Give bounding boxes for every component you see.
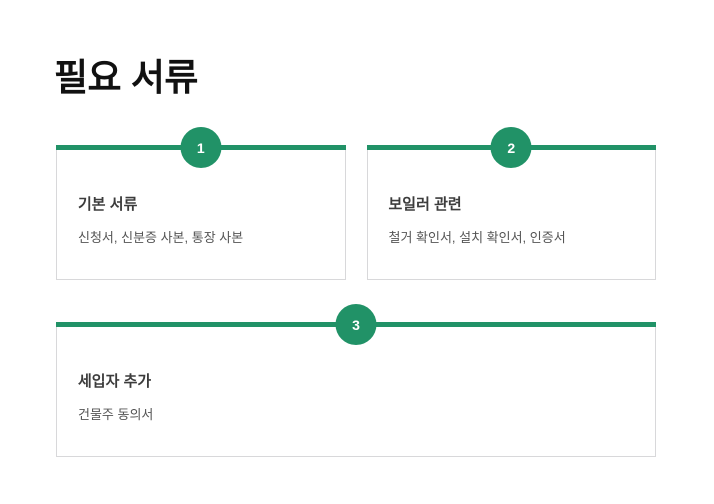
card-heading-2: 보일러 관련 bbox=[388, 196, 462, 213]
required-documents-card-grid: 1 기본 서류 신청서, 신분증 사본, 통장 사본 2 보일러 관련 철거 확… bbox=[56, 127, 656, 504]
page-title: 필요 서류 bbox=[54, 56, 198, 98]
card-step-badge-2: 2 bbox=[490, 127, 532, 168]
card-description-1: 신청서, 신분증 사본, 통장 사본 bbox=[78, 229, 244, 245]
card-step-badge-3: 3 bbox=[335, 304, 377, 345]
document-card-2: 2 보일러 관련 철거 확인서, 설치 확인서, 인증서 bbox=[366, 127, 656, 280]
card-description-3: 건물주 동의서 bbox=[78, 406, 154, 422]
card-step-badge-1: 1 bbox=[180, 127, 222, 168]
document-card-1: 1 기본 서류 신청서, 신분증 사본, 통장 사본 bbox=[56, 127, 346, 280]
document-card-3: 3 세입자 추가 건물주 동의서 bbox=[56, 304, 656, 457]
card-description-2: 철거 확인서, 설치 확인서, 인증서 bbox=[388, 229, 566, 245]
card-row-top: 1 기본 서류 신청서, 신분증 사본, 통장 사본 2 보일러 관련 철거 확… bbox=[56, 127, 656, 280]
card-heading-1: 기본 서류 bbox=[78, 196, 138, 213]
card-row-bottom: 3 세입자 추가 건물주 동의서 bbox=[56, 304, 656, 457]
card-body: 보일러 관련 철거 확인서, 설치 확인서, 인증서 bbox=[368, 150, 656, 247]
document-page: 필요 서류 1 기본 서류 신청서, 신분증 사본, 통장 사본 2 보일러 관… bbox=[54, 56, 656, 457]
card-heading-3: 세입자 추가 bbox=[78, 373, 152, 390]
card-body: 기본 서류 신청서, 신분증 사본, 통장 사본 bbox=[57, 150, 345, 247]
card-body: 세입자 추가 건물주 동의서 bbox=[57, 327, 655, 424]
